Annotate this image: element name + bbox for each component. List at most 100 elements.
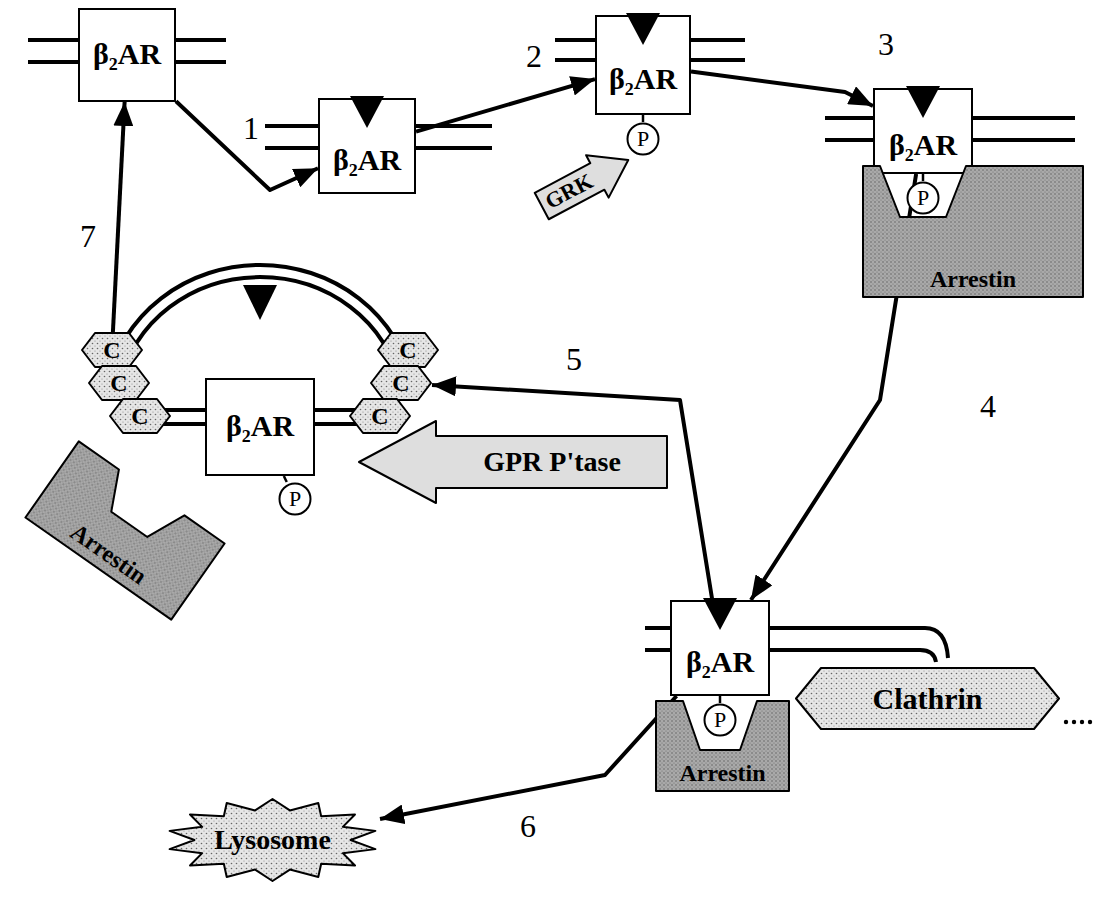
ligand-triangle — [243, 285, 277, 320]
phosphate-circle: P — [703, 703, 737, 737]
vesicle-membrane — [120, 277, 400, 383]
step-arrow — [416, 79, 595, 132]
clathrin-chain — [1064, 720, 1092, 724]
node-text: C — [103, 337, 120, 363]
phosphate-circle: P — [278, 482, 312, 516]
node-text: C — [371, 403, 388, 429]
step-arrow — [432, 385, 712, 600]
node-text: Lysosome — [214, 825, 331, 856]
coat-hexagon: C — [349, 398, 411, 434]
node-text: β₂AR — [333, 143, 401, 176]
step-number: 6 — [520, 810, 536, 842]
phosphate-outline — [705, 705, 736, 736]
ligand-triangle — [626, 13, 660, 45]
coat-hexagon: C — [377, 332, 439, 368]
membrane-line — [416, 146, 492, 150]
node-text: β₂AR — [226, 409, 294, 442]
step-number: 2 — [526, 40, 542, 72]
node-text: P — [917, 186, 929, 210]
phosphate-outline — [908, 183, 939, 214]
membrane-line — [645, 626, 670, 630]
phosphate-link — [719, 696, 722, 703]
chain-dot — [1072, 720, 1076, 724]
step-arrow — [691, 71, 873, 106]
node-text: GPR P'tase — [483, 447, 621, 478]
node-text: β₂AR — [609, 62, 677, 95]
coat-hexagon: C — [88, 365, 150, 401]
phosphatase-arrow: GPR P'tase — [358, 420, 668, 504]
arrestin-shape-shape — [656, 701, 789, 791]
chain-dot — [1080, 720, 1084, 724]
node-text: β₂AR — [686, 645, 754, 678]
lysosome-star-shape — [170, 799, 376, 881]
membrane-line — [265, 124, 318, 128]
membrane-line — [28, 38, 78, 42]
node-text: Arrestin — [930, 266, 1016, 292]
ligands — [243, 13, 940, 630]
membrane-line — [555, 58, 595, 62]
lysosome-star: Lysosome — [165, 797, 380, 883]
node-text: Arrestin — [679, 760, 765, 786]
receptor-box: β₂AR — [595, 15, 691, 115]
step-arrow — [176, 101, 318, 190]
membrane-line — [645, 648, 670, 652]
membrane-line — [825, 116, 873, 120]
step-number: 5 — [566, 343, 582, 375]
step-arrow — [113, 102, 125, 332]
node-text: C — [110, 370, 127, 396]
clathrin-hexagon: Clathrin — [795, 667, 1060, 730]
coat-hexagon-shape — [350, 399, 410, 433]
step-number: 4 — [980, 390, 996, 422]
phosphate-link — [284, 476, 287, 482]
coat-hexagon-shape — [110, 399, 170, 433]
receptor-box: β₂AR — [873, 88, 973, 174]
node-text: P — [714, 708, 726, 732]
membrane-line — [28, 60, 78, 64]
membrane-line — [315, 422, 360, 426]
chain-dot — [1088, 720, 1092, 724]
receptor-box: β₂AR — [318, 98, 416, 194]
ligand-triangle — [703, 598, 737, 630]
coat-hexagon: C — [109, 398, 171, 434]
membrane-line — [265, 146, 318, 150]
chain-dot — [1064, 720, 1068, 724]
phosphate-outline — [628, 124, 659, 155]
coat-hexagon-shape — [371, 366, 431, 400]
arrestin-shape-shape — [25, 441, 224, 619]
membrane-line — [770, 650, 936, 662]
membrane-line — [770, 628, 948, 658]
node-text: β₂AR — [889, 128, 957, 161]
receptor-box: β₂AR — [78, 8, 176, 102]
coat-hexagon: C — [81, 332, 143, 368]
node-text: β₂AR — [93, 37, 161, 70]
step-number: 1 — [243, 112, 259, 144]
phosphate-link — [642, 115, 645, 122]
node-text: C — [131, 403, 148, 429]
node-text: P — [637, 127, 649, 151]
coat-hexagon: C — [370, 365, 432, 401]
arrestin-shape: Arrestin — [24, 439, 226, 620]
phosphate-circle: P — [626, 122, 660, 156]
phosphate-link — [922, 174, 925, 181]
coat-hexagon-shape — [378, 333, 438, 367]
step-arrow — [380, 696, 677, 819]
phosphatase-arrow-shape — [359, 421, 667, 503]
membrane-line — [973, 116, 1075, 120]
coat-hexagon-shape — [89, 366, 149, 400]
membrane-line — [176, 38, 226, 42]
vesicle-membrane — [108, 265, 413, 383]
ligand-triangle — [906, 86, 940, 118]
node-text: C — [399, 337, 416, 363]
receptor-box: β₂AR — [670, 600, 770, 696]
arrestin-shape: Arrestin — [862, 165, 1084, 298]
receptor-box: β₂AR — [205, 378, 315, 476]
arrestin-shape-outline — [24, 439, 226, 620]
step-number: 7 — [80, 220, 96, 252]
phosphate-outline — [280, 484, 311, 515]
membrane-line — [160, 422, 205, 426]
phosphate-circle: P — [906, 181, 940, 215]
kinase-arrow-shape — [530, 139, 639, 227]
clathrin-hexagon-shape — [796, 668, 1059, 729]
membrane-line — [691, 38, 745, 42]
